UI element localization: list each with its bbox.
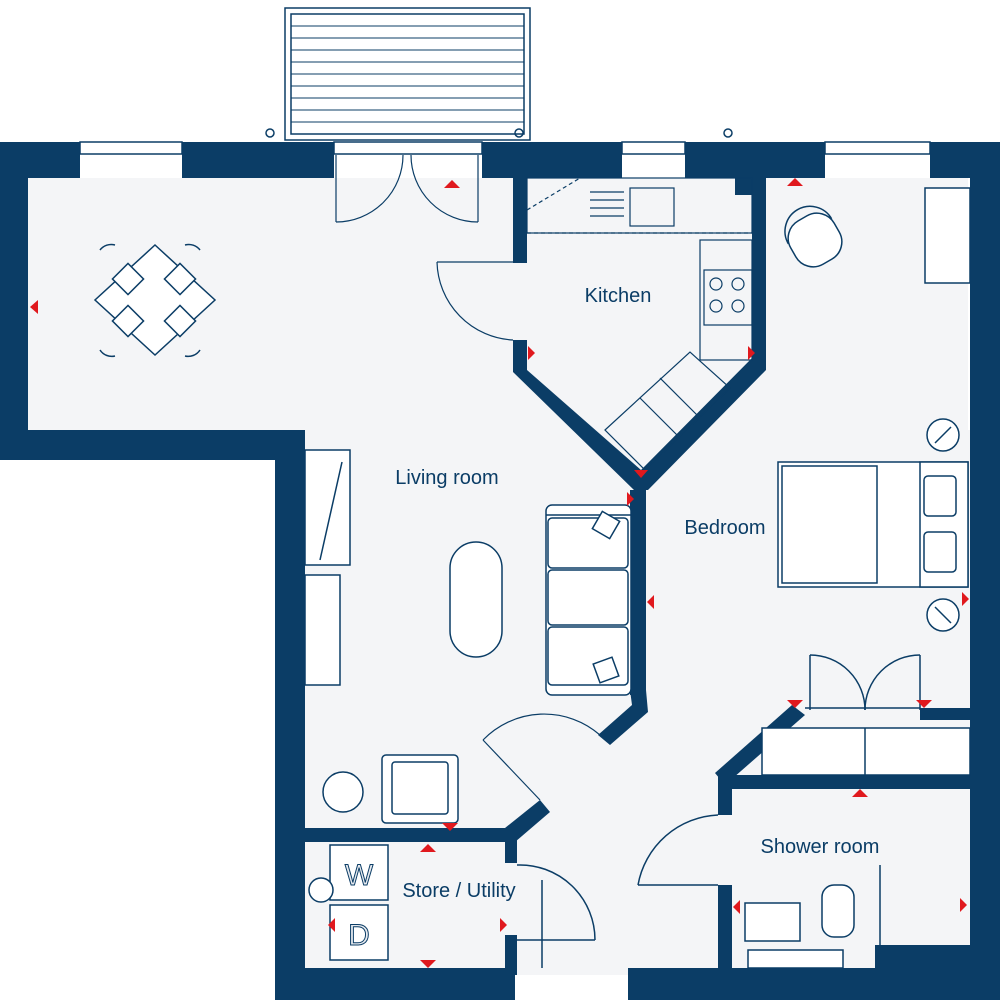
wall-bottom-a	[275, 968, 515, 1000]
balcony-slats	[291, 25, 524, 123]
living-furniture	[304, 449, 632, 824]
wall-diag-right	[715, 705, 805, 785]
hall-door	[482, 713, 601, 801]
coffee-table	[449, 541, 503, 658]
wall-store-post	[505, 828, 517, 863]
dryer	[329, 904, 389, 961]
dining-set	[93, 243, 217, 358]
walls	[0, 142, 1000, 1000]
wall-kitchen-stub	[752, 178, 766, 363]
balcony	[265, 7, 733, 141]
window-dining	[79, 141, 183, 155]
room-label-bedroom: Bedroom	[684, 517, 765, 539]
wall-top-right	[930, 142, 972, 178]
windows	[79, 141, 931, 155]
washer-letter: W	[345, 859, 374, 892]
wall-left-lower	[275, 430, 305, 1000]
wall-step	[0, 430, 305, 460]
wall-bed-living	[630, 490, 646, 695]
dryer-letter: D	[348, 919, 370, 952]
wall-shower-top	[718, 775, 970, 789]
wall-top-b	[482, 142, 622, 178]
wall-bottom-c	[875, 945, 970, 1000]
red-markers	[30, 178, 969, 968]
wall-kitchen-left	[513, 165, 527, 263]
media-unit	[304, 574, 341, 686]
toilet	[821, 884, 855, 938]
wall-kitchen-v	[513, 340, 766, 490]
room-label-store: Store / Utility	[402, 880, 515, 902]
desk	[924, 187, 971, 284]
shower-room-fittings	[637, 814, 881, 969]
hob	[703, 269, 753, 326]
wall-top-a	[182, 142, 334, 178]
wall-hall-left	[305, 828, 515, 842]
desk-chair	[784, 205, 843, 268]
wall-shower-left	[718, 775, 732, 815]
kitchen-door	[436, 261, 514, 341]
wall-shower-left-b	[718, 885, 732, 975]
wall-store-bottom	[505, 935, 517, 975]
balcony-doors	[335, 154, 479, 223]
utility-fittings	[308, 844, 596, 968]
room-label-kitchen: Kitchen	[585, 285, 652, 307]
wall-left-upper	[0, 142, 28, 460]
bedroom-furniture	[777, 187, 971, 632]
window-kitchen	[621, 141, 686, 155]
wall-diag-hall	[598, 690, 648, 745]
room-label-living: Living room	[395, 467, 498, 489]
room-label-shower: Shower room	[761, 836, 880, 858]
side-table	[322, 771, 364, 813]
kitchen-units	[526, 177, 753, 471]
sink	[629, 187, 675, 227]
basin	[744, 902, 801, 942]
wall-right	[970, 142, 1000, 1000]
window-balcony	[333, 141, 483, 155]
washing-machine	[329, 844, 389, 901]
wardrobe	[761, 654, 971, 776]
window-bedroom	[824, 141, 931, 155]
tv-unit	[304, 449, 351, 566]
wall-wardrobe	[920, 708, 970, 720]
